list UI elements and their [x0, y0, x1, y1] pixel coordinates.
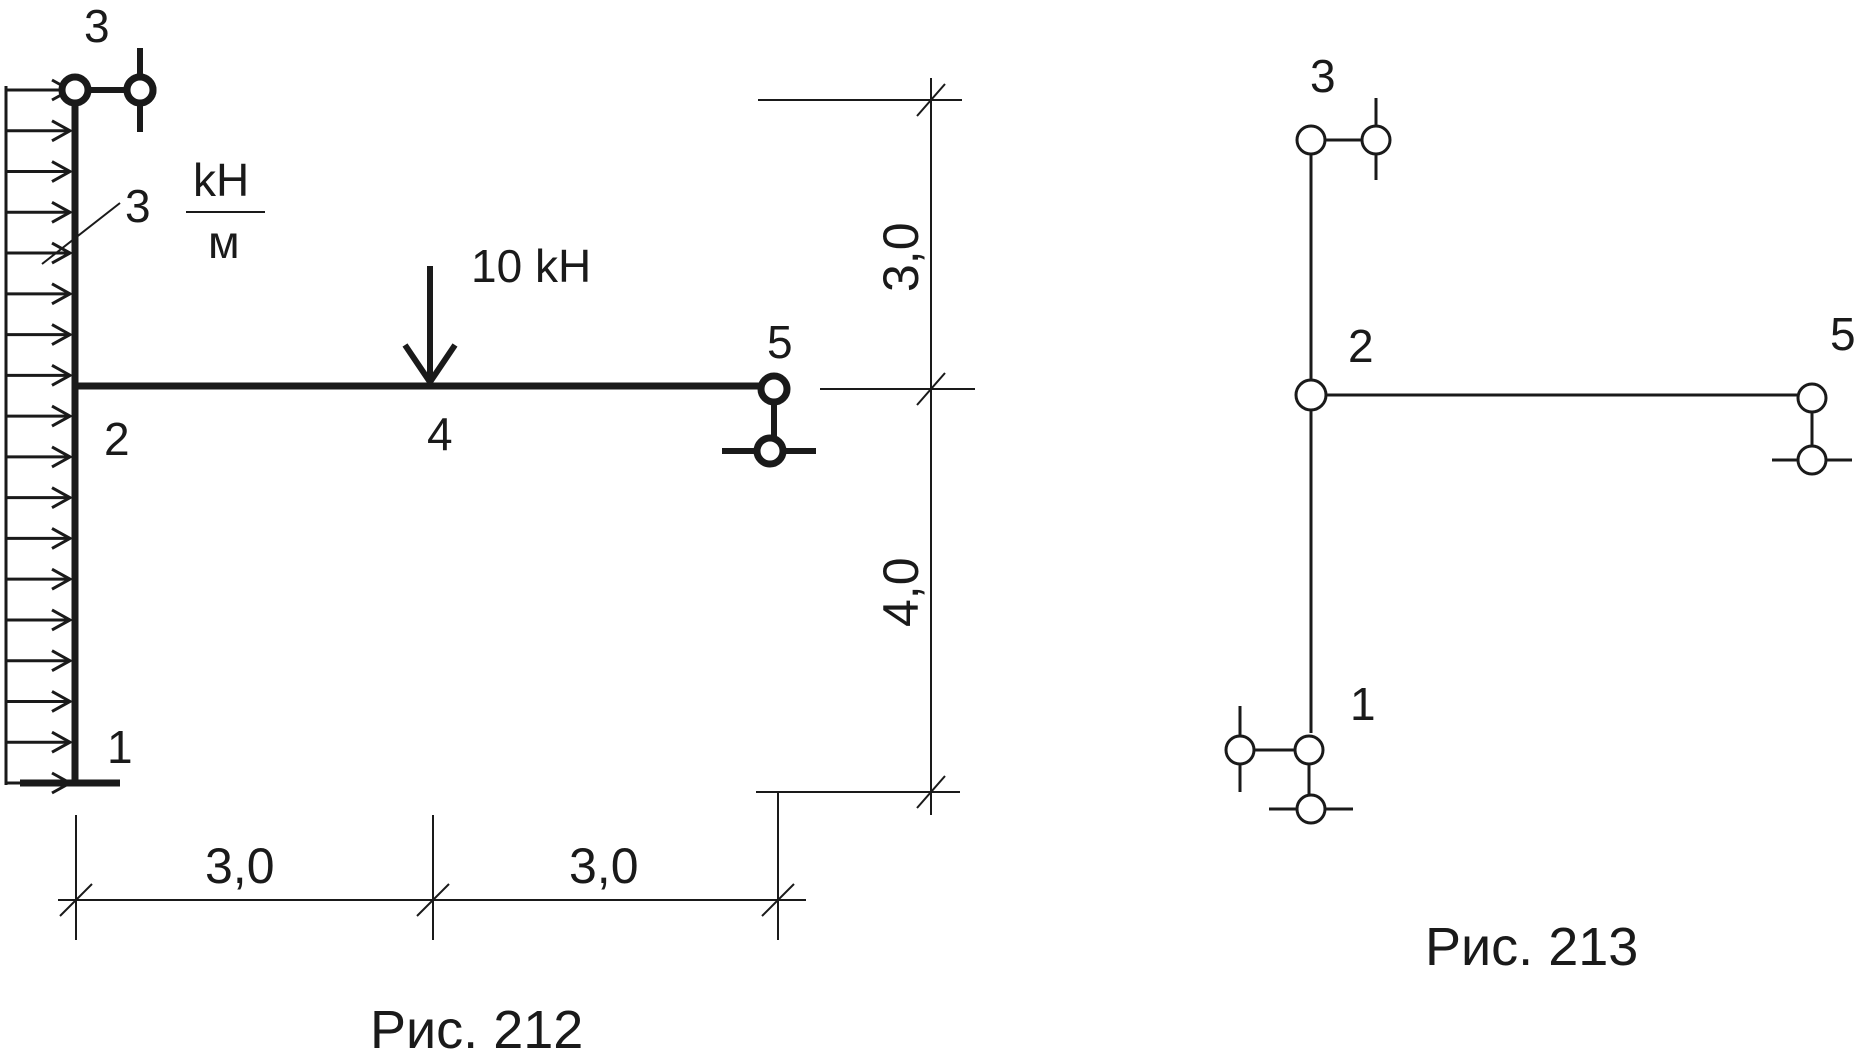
load-arrow-head	[51, 608, 74, 632]
figure-213	[1224, 98, 1852, 825]
fig212-node-4: 4	[427, 408, 453, 460]
load-arrow-head	[51, 486, 74, 509]
fig212-dim-right-span: 3,0	[569, 838, 639, 894]
rod-hinge-3-top	[123, 73, 157, 107]
load-arrow-head	[51, 567, 74, 591]
load-arrow-head	[51, 119, 74, 143]
load-arrow-head	[51, 649, 74, 673]
fig212-point-load-label: 10 kH	[471, 240, 591, 292]
fig212-load-unit-bottom: м	[208, 216, 240, 268]
fig213-rod-hinge-1-bottom	[1295, 793, 1327, 825]
figure-212	[4, 48, 975, 940]
fig212-node-1: 1	[107, 721, 133, 773]
fig213-hinge-5	[1796, 382, 1828, 414]
fig213-node-2: 2	[1348, 320, 1374, 372]
fig213-hinge-2	[1294, 378, 1328, 412]
fig212-load-value: 3	[125, 180, 151, 232]
fig213-node-5: 5	[1830, 308, 1856, 360]
fig212-caption: Рис. 212	[370, 1000, 583, 1051]
fig212-node-3: 3	[84, 0, 110, 52]
fig212-load-unit-top: kH	[193, 154, 249, 206]
load-arrow-head	[51, 282, 74, 306]
dimension-lines-horizontal	[58, 792, 806, 940]
fig212-dim-left-span: 3,0	[205, 838, 275, 894]
fig212-node-2: 2	[104, 413, 130, 465]
point-load-arrowhead	[402, 343, 458, 388]
rod-hinge-5	[753, 434, 787, 468]
load-arrow-head	[51, 404, 74, 428]
load-arrow-head	[51, 445, 74, 469]
load-arrow-head	[51, 730, 74, 754]
hinge-node-3	[58, 73, 92, 107]
fig213-rod-hinge-3	[1360, 124, 1392, 156]
fig213-rod-hinge-5	[1796, 444, 1828, 476]
load-arrow-head	[51, 690, 74, 713]
fig213-node-3: 3	[1310, 50, 1336, 102]
load-arrow-head	[51, 527, 74, 550]
fig212-dim-upper-height: 3,0	[873, 222, 929, 292]
load-arrow-head	[51, 200, 74, 224]
load-arrow-head	[51, 241, 74, 265]
distributed-load-arrows	[4, 78, 74, 795]
fig213-hinge-3	[1295, 124, 1327, 156]
load-arrow-head	[51, 160, 74, 183]
fig213-hinge-1	[1293, 734, 1325, 766]
dimension-lines-vertical	[756, 78, 975, 815]
hinge-node-5	[757, 372, 791, 406]
load-leader	[41, 202, 121, 265]
fig213-rod-hinge-1-left	[1224, 734, 1256, 766]
load-arrow-head	[51, 364, 74, 387]
fig212-node-5: 5	[767, 316, 793, 368]
load-arrow-head	[51, 323, 74, 346]
fig213-node-1: 1	[1350, 678, 1376, 730]
fig212-dim-lower-height: 4,0	[873, 557, 929, 627]
fig213-caption: Рис. 213	[1425, 917, 1638, 977]
